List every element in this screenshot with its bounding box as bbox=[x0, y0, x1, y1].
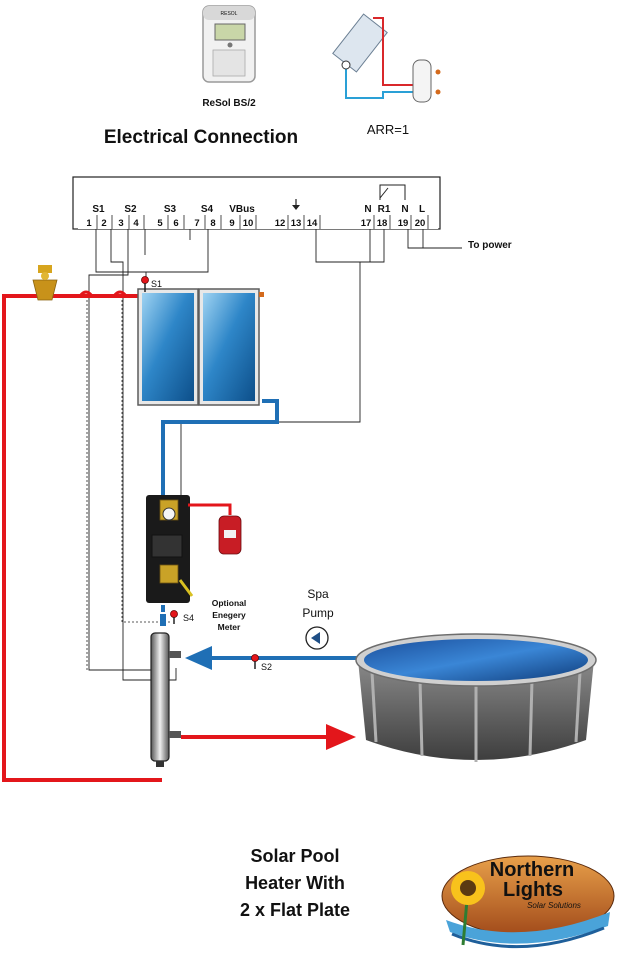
terminal-pin-19: 19 bbox=[398, 218, 409, 229]
solar-collector-2 bbox=[198, 288, 260, 406]
collector-fitting bbox=[259, 292, 264, 297]
cold-supply-pipe bbox=[161, 399, 279, 612]
logo-line-1: Northern bbox=[490, 859, 574, 881]
pump-station-icon bbox=[146, 495, 194, 603]
company-logo bbox=[441, 855, 615, 949]
sensor-dashed-wiring bbox=[86, 300, 172, 670]
diagram-title-line-3: 2 x Flat Plate bbox=[239, 900, 351, 920]
diagram-title-line-1: Solar Pool bbox=[250, 846, 340, 866]
terminal-group-vbus-4: VBus bbox=[229, 204, 255, 215]
terminal-pin-12: 12 bbox=[275, 218, 286, 229]
terminal-pin-10: 10 bbox=[243, 218, 254, 229]
energy-meter-connector bbox=[160, 614, 166, 626]
sensor-s2-label: S2 bbox=[261, 662, 272, 672]
terminal-pin-5: 5 bbox=[157, 218, 163, 229]
terminal-pin-3: 3 bbox=[118, 218, 123, 229]
logo-line-2: Lights bbox=[503, 879, 563, 901]
terminal-pin-20: 20 bbox=[415, 218, 426, 229]
expansion-vessel-icon bbox=[218, 515, 242, 555]
solar-collector-1 bbox=[137, 288, 199, 406]
air-vent-valve-icon bbox=[32, 265, 58, 301]
sensor-wiring bbox=[88, 229, 462, 681]
energy-meter-label-3: Meter bbox=[218, 622, 241, 632]
terminal-group-s4-3: S4 bbox=[201, 204, 214, 215]
arrangement-label: ARR=1 bbox=[367, 122, 409, 137]
terminal-group-l-9: L bbox=[419, 204, 425, 215]
expansion-pipe bbox=[188, 503, 232, 515]
terminal-group-s3-2: S3 bbox=[164, 204, 177, 215]
terminal-pin-13: 13 bbox=[291, 218, 302, 229]
pool-return-arrow bbox=[326, 724, 356, 750]
above-ground-pool-icon bbox=[355, 633, 597, 762]
sensor-s1-label: S1 bbox=[151, 279, 162, 289]
terminal-pin-9: 9 bbox=[229, 218, 234, 229]
pool-suction-arrow bbox=[185, 646, 212, 670]
terminal-pin-18: 18 bbox=[377, 218, 388, 229]
controller-brand: RESOL bbox=[221, 11, 238, 17]
terminal-group-s1-0: S1 bbox=[92, 204, 105, 215]
terminal-pin-2: 2 bbox=[101, 218, 106, 229]
terminal-pin-14: 14 bbox=[307, 218, 318, 229]
spa-pump-icon bbox=[305, 626, 329, 650]
sunflower-icon bbox=[451, 871, 485, 946]
terminal-pin-8: 8 bbox=[210, 218, 215, 229]
terminal-pin-4: 4 bbox=[133, 218, 139, 229]
to-power-label: To power bbox=[468, 240, 512, 251]
terminal-group-n-8: N bbox=[401, 204, 408, 215]
spa-pump-label-1: Spa bbox=[307, 587, 329, 601]
relay-symbol-icon bbox=[379, 184, 406, 200]
pipe-crossover-marks bbox=[78, 290, 128, 297]
section-title: Electrical Connection bbox=[104, 127, 298, 148]
hot-return-pipe bbox=[2, 294, 162, 782]
terminal-pin-7: 7 bbox=[194, 218, 199, 229]
energy-meter-label-2: Enegery bbox=[212, 610, 246, 620]
energy-meter-label-1: Optional bbox=[212, 598, 246, 608]
ground-arrow-icon bbox=[292, 199, 300, 210]
heat-exchanger-icon bbox=[150, 632, 181, 767]
controller-device-icon bbox=[202, 5, 256, 83]
sensor-s1 bbox=[141, 276, 149, 292]
sensor-s2 bbox=[251, 654, 259, 669]
diagram-title: Solar Pool Heater With 2 x Flat Plate bbox=[200, 843, 390, 924]
terminal-pin-17: 17 bbox=[361, 218, 372, 229]
diagram-title-line-2: Heater With bbox=[245, 873, 345, 893]
sensor-s4 bbox=[170, 610, 178, 624]
arrangement-schematic bbox=[332, 13, 441, 103]
terminal-group-s2-1: S2 bbox=[124, 204, 137, 215]
terminal-pin-6: 6 bbox=[173, 218, 178, 229]
terminal-pin-1: 1 bbox=[86, 218, 92, 229]
controller-model-label: ReSol BS/2 bbox=[202, 98, 256, 109]
terminal-group-n-6: N bbox=[364, 204, 371, 215]
sensor-s4-label: S4 bbox=[183, 613, 194, 623]
logo-tagline: Solar Solutions bbox=[527, 901, 581, 910]
terminal-group-r1-7: R1 bbox=[378, 204, 391, 215]
spa-pump-label-2: Pump bbox=[302, 606, 334, 620]
